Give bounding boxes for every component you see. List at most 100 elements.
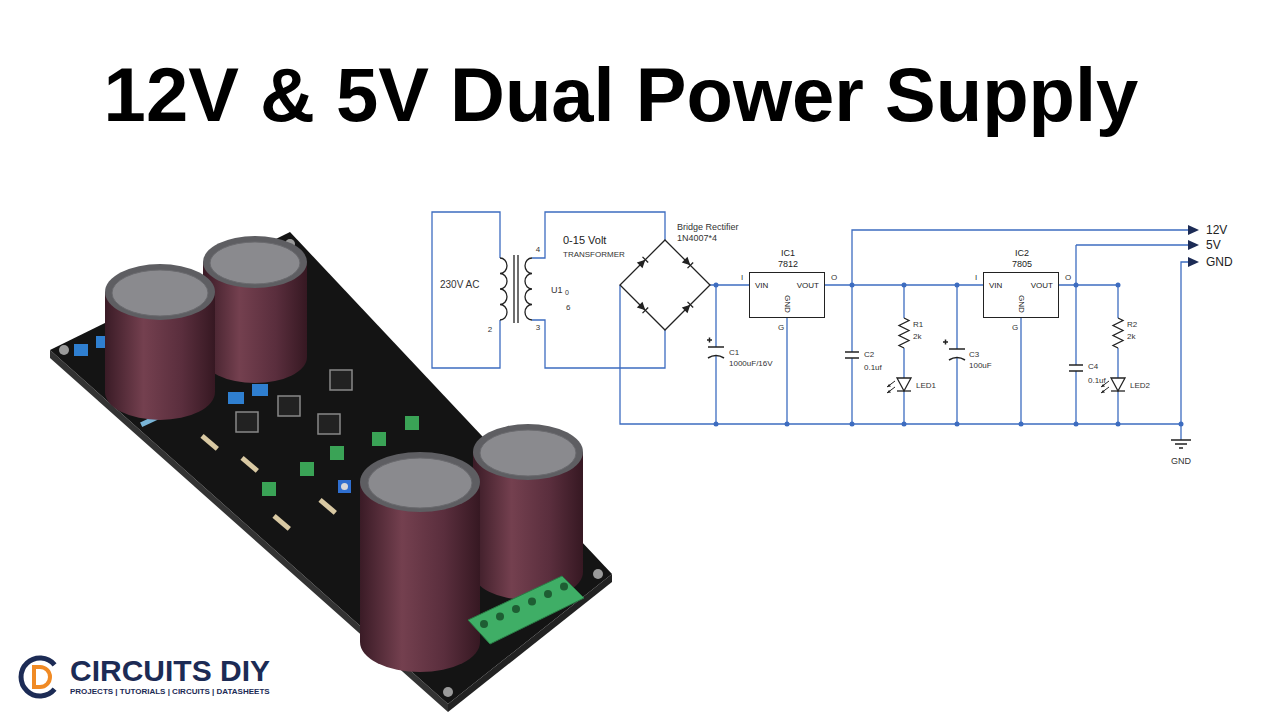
page-title: 12V & 5V Dual Power Supply <box>104 57 1139 133</box>
pcb-board <box>443 687 453 697</box>
pcb-parts <box>300 462 314 476</box>
capacitor-symbol <box>1069 370 1083 372</box>
electrolytic-capacitor <box>360 452 480 512</box>
terminal-block <box>480 620 488 628</box>
led-symbol <box>897 390 911 391</box>
terminal-block <box>544 590 552 598</box>
wire <box>1117 285 1118 318</box>
part-designator: C4 <box>1088 363 1098 371</box>
bridge-rectifier-symbol <box>688 263 694 269</box>
pin-name: VIN <box>755 282 768 290</box>
capacitor-symbol <box>708 346 724 348</box>
terminal-block <box>496 613 504 621</box>
capacitor-symbol <box>1069 364 1083 366</box>
pcb-parts <box>262 482 276 496</box>
bridge-rectifier-symbol <box>682 302 693 313</box>
part-designator: LED1 <box>916 382 936 390</box>
junction-dot <box>714 422 719 427</box>
part-value: 1N4007*4 <box>677 234 717 243</box>
part-value: 100uF <box>969 362 992 370</box>
wire <box>1075 245 1076 365</box>
signal-name: GND <box>1171 457 1191 466</box>
part-value: 2k <box>1127 333 1135 341</box>
electrolytic-capacitor <box>480 430 576 476</box>
wire <box>715 285 716 347</box>
resistor-symbol <box>1113 318 1123 348</box>
wire <box>620 285 1181 424</box>
pcb-parts <box>74 344 88 356</box>
output-arrow <box>1188 257 1199 267</box>
pcb-board <box>593 569 603 579</box>
part-value: 0.1uf <box>864 364 882 372</box>
wire <box>715 356 716 424</box>
signal-name: 5V <box>1206 239 1221 251</box>
transformer-symbol <box>525 258 532 320</box>
transformer-symbol <box>500 255 532 323</box>
pcb-parts <box>278 396 300 416</box>
terminal-block <box>468 576 584 644</box>
ic-designator: IC2 <box>1015 249 1029 258</box>
pcb-board <box>50 232 612 704</box>
part-designator: C3 <box>969 351 979 359</box>
bridge-rectifier-symbol <box>643 308 649 314</box>
part-value: 0-15 Volt <box>563 235 606 246</box>
pcb-parts <box>272 514 291 531</box>
led-symbol <box>887 384 891 393</box>
ground-symbol <box>1171 440 1191 448</box>
bridge-rectifier-symbol <box>637 257 648 268</box>
junction-dot <box>1179 422 1184 427</box>
part-designator: LED2 <box>1130 382 1150 390</box>
ic-part-number: 7805 <box>1012 260 1032 269</box>
electrolytic-capacitor <box>368 458 472 508</box>
wire <box>1020 318 1021 424</box>
wire <box>432 212 1188 440</box>
voltage-label: 230V AC <box>440 280 479 290</box>
junction-dot <box>785 422 790 427</box>
wire <box>1181 262 1188 424</box>
electrolytic-capacitor <box>203 236 307 288</box>
wire <box>1117 391 1118 424</box>
bridge-rectifier-symbol <box>643 257 649 263</box>
led-symbol <box>897 378 911 391</box>
junction-dot <box>850 422 855 427</box>
terminal-block <box>560 583 568 591</box>
output-arrow <box>1188 240 1199 250</box>
ic-part-number: 7812 <box>778 260 798 269</box>
logo-icon <box>21 658 55 696</box>
pcb-board <box>50 232 612 712</box>
electrolytic-capacitor <box>473 424 583 600</box>
capacitor-symbol <box>949 358 965 361</box>
terminal-block <box>468 576 584 644</box>
part-value: 1000uF/16V <box>729 360 773 368</box>
pin-name: I <box>741 274 743 282</box>
regulator-ic: IC27805VINVOUTGND <box>983 272 1059 318</box>
pcb-parts <box>330 446 344 460</box>
output-arrow <box>1188 225 1199 235</box>
bridge-rectifier-symbol <box>637 302 648 313</box>
wire <box>1075 371 1076 424</box>
bridge-rectifier-symbol <box>682 302 693 313</box>
part-name: Bridge Rectifier <box>677 223 739 232</box>
junction-dot <box>902 422 907 427</box>
led-symbol <box>1111 390 1125 391</box>
part-designator: R2 <box>1127 321 1137 329</box>
wire <box>432 212 500 368</box>
junction-dot <box>1116 283 1121 288</box>
part-designator: U1 <box>551 286 563 295</box>
led-symbol <box>887 378 1125 393</box>
wire <box>956 285 957 349</box>
logo-icon <box>21 658 55 696</box>
ic-designator: IC1 <box>781 249 795 258</box>
regulator-ic: IC17812VINVOUTGND <box>749 272 825 318</box>
pin-name: G <box>1012 324 1018 332</box>
wire <box>903 348 904 378</box>
pcb-parts <box>318 498 337 515</box>
pcb-board <box>59 345 69 355</box>
pin-name: G <box>778 324 784 332</box>
capacitor-symbol <box>949 348 965 350</box>
electrolytic-capacitor <box>210 242 300 284</box>
terminal-block <box>512 605 520 613</box>
junction-dot <box>714 283 719 288</box>
electrolytic-capacitor <box>105 264 215 320</box>
